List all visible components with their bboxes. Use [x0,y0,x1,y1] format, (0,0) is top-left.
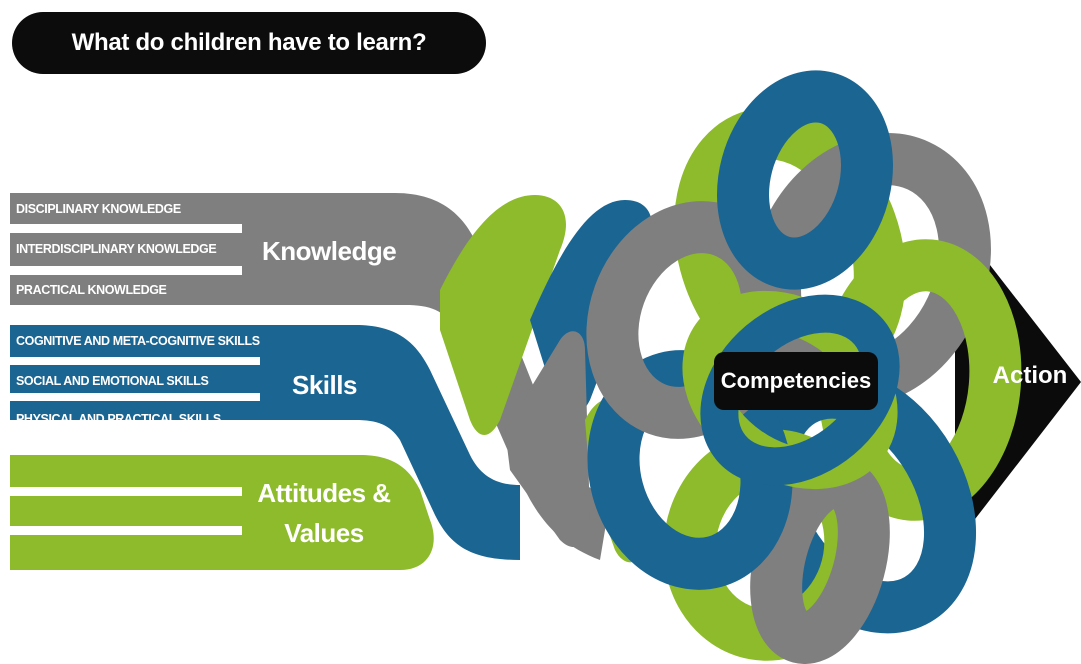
knowledge-item-interdisciplinary: INTERDISCIPLINARY KNOWLEDGE [16,242,217,256]
competencies-box [714,352,878,410]
skills-item-physical: PHYSICAL AND PRACTICAL SKILLS [16,412,221,426]
skills-separator [10,393,260,401]
attitudes-label-line2: Values [284,518,364,548]
knowledge-label: Knowledge [262,236,397,266]
action-label: Action [992,362,1068,389]
skills-item-social: SOCIAL AND EMOTIONAL SKILLS [16,374,209,388]
page-title: What do children have to learn? [71,29,427,56]
attitudes-band [10,455,434,570]
braid-gray-ribbon [505,331,590,548]
braid-green-ribbon [440,195,566,435]
knot-loop [717,70,893,290]
competencies-knot [586,70,1022,664]
skills-label: Skills [292,370,357,400]
skills-separator [10,357,260,365]
knowledge-separator [10,224,242,233]
knowledge-item-practical: PRACTICAL KNOWLEDGE [16,283,167,297]
attitudes-separator [10,487,242,496]
knowledge-separator [10,266,242,275]
attitudes-separator [10,526,242,535]
knot-loop [700,294,900,486]
skills-item-cognitive: COGNITIVE AND META-COGNITIVE SKILLS [16,334,260,348]
competencies-label: Competencies [720,368,872,393]
attitudes-label-line1: Attitudes & [257,478,391,508]
skills-band [10,325,520,560]
title-pill [12,12,486,74]
knowledge-item-disciplinary: DISCIPLINARY KNOWLEDGE [16,202,181,216]
